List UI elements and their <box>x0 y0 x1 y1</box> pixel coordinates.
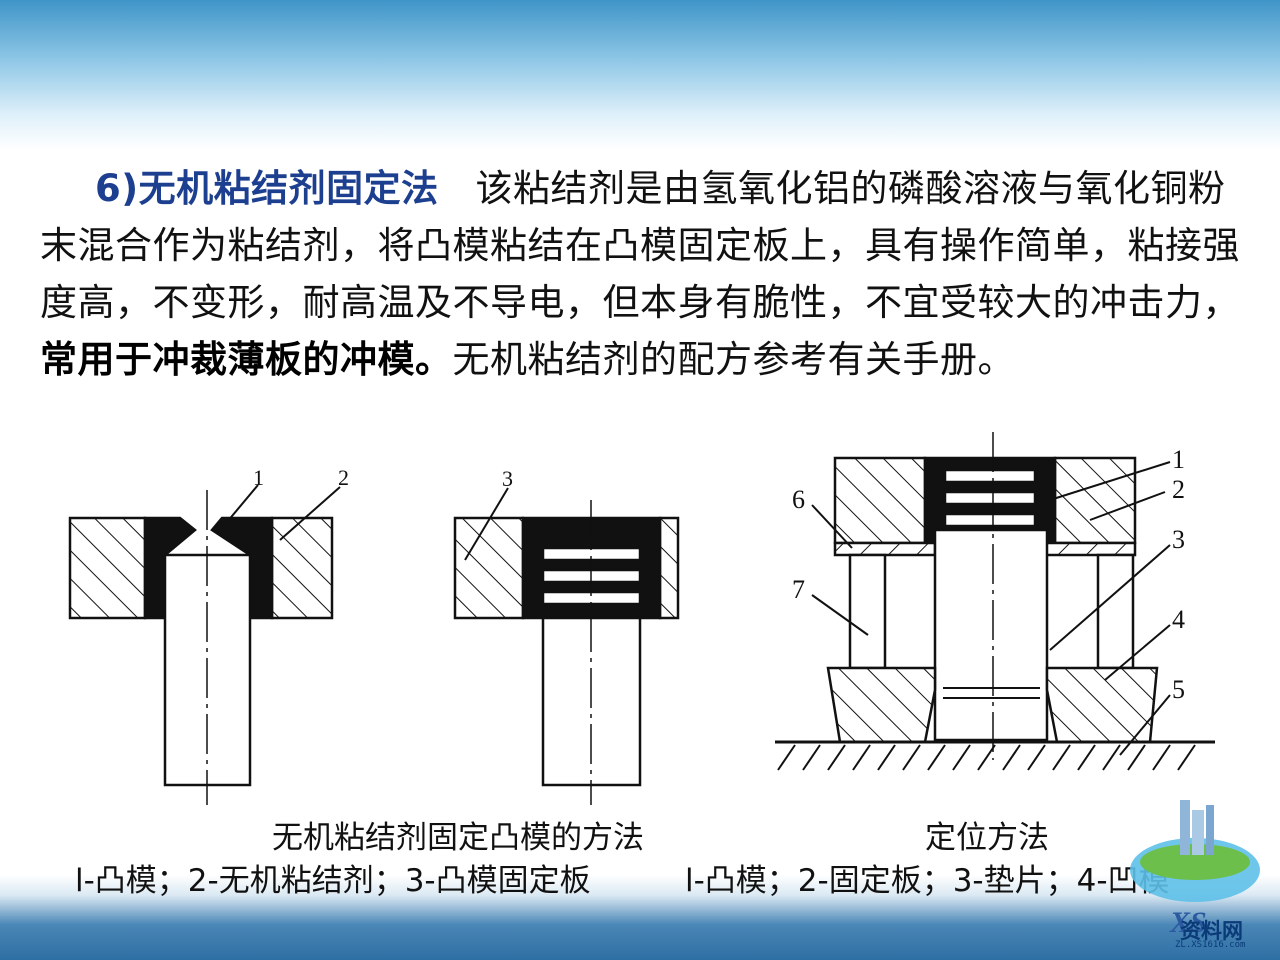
die-left <box>826 666 937 744</box>
watermark-brand: 资料网 <box>1180 919 1243 943</box>
leader-r3 <box>1049 544 1171 651</box>
leader-r1 <box>1049 461 1171 501</box>
leader-3 <box>464 487 509 561</box>
paragraph-emphasis: 常用于冲裁薄板的冲模。 <box>40 338 453 381</box>
label-3: 3 <box>502 466 513 491</box>
building-icon <box>1192 810 1204 855</box>
xs-mark: XS <box>1169 906 1207 939</box>
paragraph-body-end: 无机粘结剂的配方参考有关手册。 <box>452 338 1015 381</box>
fixing-plate-right <box>1053 456 1137 545</box>
leader-1 <box>221 484 259 529</box>
leader-2 <box>279 486 341 541</box>
label-r5: 5 <box>1172 675 1185 704</box>
label-r6: 6 <box>792 485 805 514</box>
fixing-plate-right <box>658 516 680 620</box>
building-icon <box>1180 800 1190 855</box>
spacer-post-right <box>1096 553 1135 670</box>
groove-c <box>943 512 1037 528</box>
building-icon <box>1206 805 1214 855</box>
label-2: 2 <box>338 465 349 490</box>
groove-a <box>943 468 1037 484</box>
ground-hatch <box>777 744 1196 771</box>
section-heading: 6)无机粘结剂固定法 <box>95 167 439 210</box>
punch <box>933 528 1049 742</box>
label-r2: 2 <box>1172 475 1185 504</box>
spacer-post-left <box>848 553 887 670</box>
caption-right-legend: l-凸模；2-固定板；3-垫片；4-凹模 <box>685 863 1170 899</box>
label-r4: 4 <box>1172 605 1185 634</box>
figure-right <box>775 432 1215 771</box>
leader-r7 <box>811 594 869 636</box>
watermark-logo: XS <box>1130 800 1260 939</box>
watermark-url: ZL.XS1616.com <box>1175 940 1246 950</box>
figure-middle <box>453 487 680 805</box>
globe-land-icon <box>1140 844 1250 880</box>
caption-left-title: 无机粘结剂固定凸模的方法 <box>272 820 644 856</box>
label-r1: 1 <box>1172 445 1185 474</box>
leader-r6 <box>811 504 853 549</box>
fixing-plate-right-part <box>270 516 334 620</box>
groove-b <box>943 490 1037 506</box>
leader-r2 <box>1089 491 1166 521</box>
paragraph-body-start: 该粘结剂是由氢氧化铝的磷酸溶液与氧化铜粉末混合作为粘结剂，将凸模粘结在凸模固定板… <box>40 167 1240 324</box>
label-r3: 3 <box>1172 525 1185 554</box>
label-1: 1 <box>253 465 264 490</box>
label-r7: 7 <box>792 575 805 604</box>
fixing-plate-left <box>453 516 525 620</box>
caption-left-legend: l-凸模；2-无机粘结剂；3-凸模固定板 <box>75 863 591 899</box>
fixing-plate-left-part <box>68 516 147 620</box>
shim-right <box>1043 541 1137 557</box>
leader-r4 <box>1104 624 1171 681</box>
figure-left <box>68 484 341 805</box>
description-paragraph: 6)无机粘结剂固定法 该粘结剂是由氢氧化铝的磷酸溶液与氧化铜粉末混合作为粘结剂，… <box>40 160 1255 388</box>
leader-r5 <box>1119 694 1171 756</box>
caption-right-title: 定位方法 <box>925 820 1049 856</box>
fixing-plate-left <box>833 456 927 545</box>
